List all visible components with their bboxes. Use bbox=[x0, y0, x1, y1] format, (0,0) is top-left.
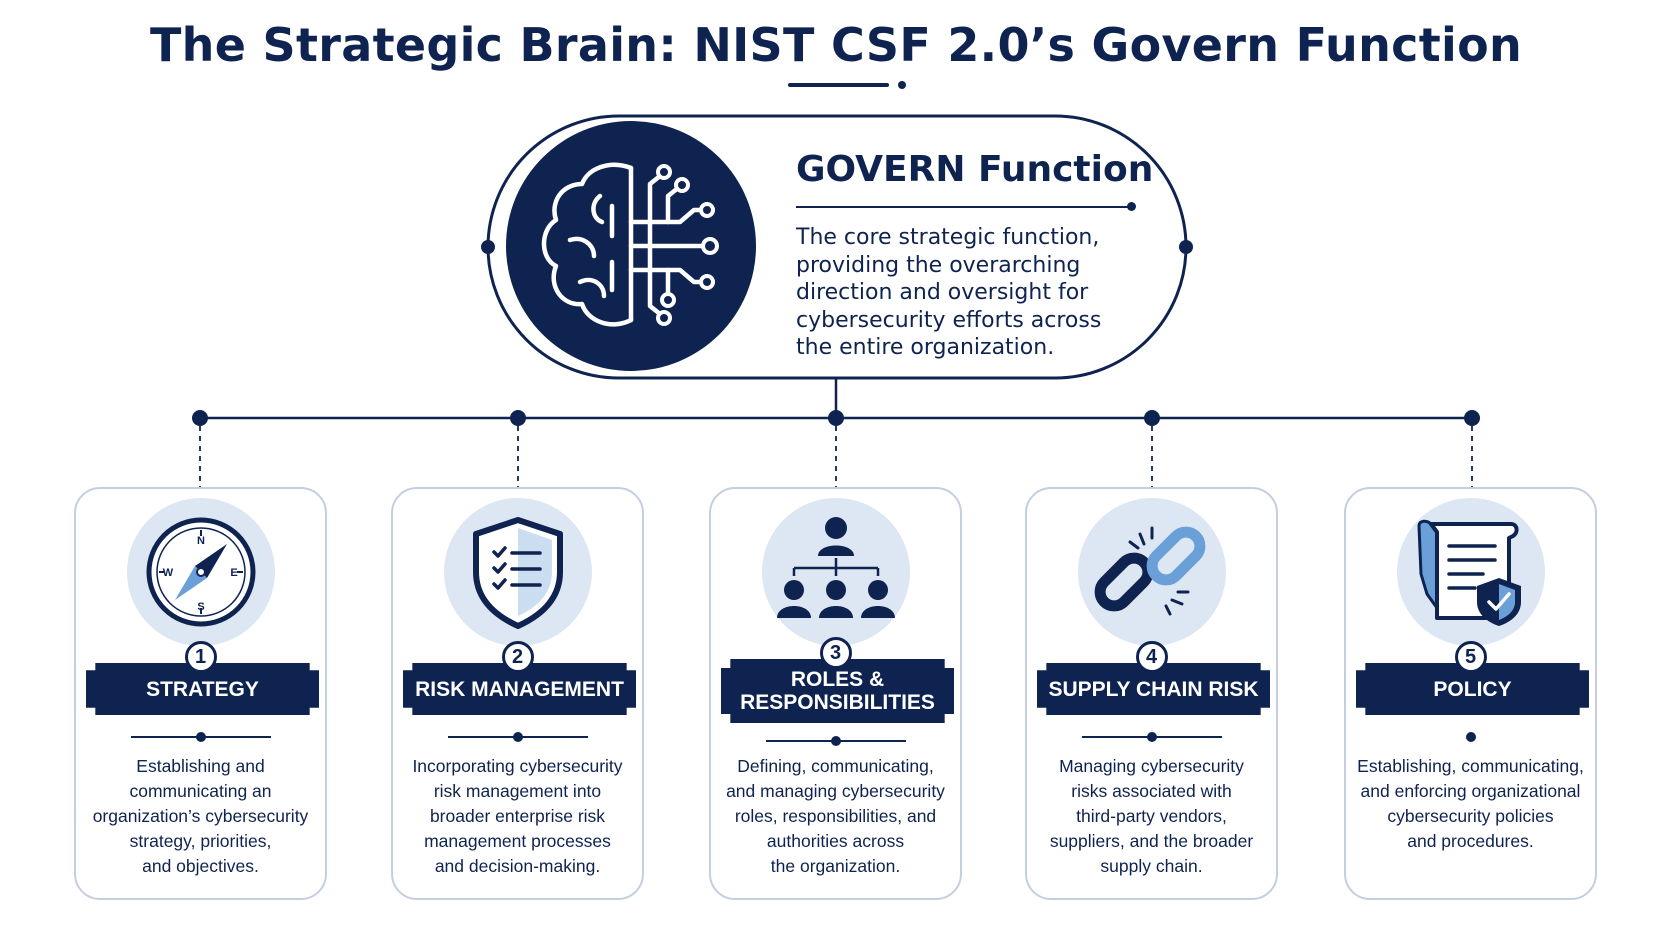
card-separator bbox=[447, 732, 588, 742]
card-strategy: N S E W 1 STRATEGY Establishing and comm… bbox=[74, 487, 327, 900]
icon-circle bbox=[443, 498, 592, 646]
card-separator bbox=[1401, 732, 1541, 742]
icon-circle bbox=[1077, 498, 1226, 646]
compass-e: E bbox=[230, 567, 237, 579]
card-description: Establishing, communicating, and enforci… bbox=[1357, 756, 1584, 851]
icon-circle bbox=[761, 498, 910, 646]
card-supply-chain-risk: 4 SUPPLY CHAIN RISK Managing cybersecuri… bbox=[1025, 487, 1278, 900]
card-label-text: ROLES & RESPONSIBILITIES bbox=[740, 668, 935, 714]
hero-right-dot bbox=[1179, 240, 1193, 254]
card-description: Incorporating cybersecurity risk managem… bbox=[412, 756, 623, 876]
broken-chain-icon bbox=[1094, 526, 1205, 616]
card-description: Managing cybersecurity risks associated … bbox=[1049, 756, 1254, 876]
card-label: ROLES & RESPONSIBILITIES bbox=[721, 659, 954, 723]
card-description: Establishing and communicating an organi… bbox=[92, 756, 309, 876]
dashed-drops bbox=[199, 426, 1473, 487]
compass-w: W bbox=[162, 567, 173, 579]
card-number: 4 bbox=[1135, 641, 1168, 673]
card-roles-responsibilities: 3 ROLES & RESPONSIBILITIES Defining, com… bbox=[709, 487, 962, 900]
icon-circle: N S E W bbox=[126, 498, 275, 646]
hero-rule bbox=[796, 202, 1136, 211]
card-description: Defining, communicating, and managing cy… bbox=[726, 756, 945, 876]
compass-s: S bbox=[197, 601, 204, 613]
shield-checklist-icon bbox=[472, 517, 563, 629]
card-risk-management: 2 RISK MANAGEMENT Incorporating cybersec… bbox=[391, 487, 644, 900]
card-number: 2 bbox=[501, 641, 534, 673]
card-number: 1 bbox=[184, 641, 217, 673]
compass-n: N bbox=[197, 535, 205, 547]
hero-left-dot bbox=[481, 240, 495, 254]
card-number: 5 bbox=[1454, 641, 1487, 673]
card-separator bbox=[765, 736, 906, 746]
card-label-line1: ROLES & bbox=[790, 668, 885, 691]
card-separator bbox=[1081, 732, 1222, 742]
hero-text: GOVERN Function The core strategic funct… bbox=[796, 148, 1176, 362]
page-title: The Strategic Brain: NIST CSF 2.0’s Gove… bbox=[149, 18, 1523, 72]
hero-description: The core strategic function, providing t… bbox=[796, 225, 1102, 360]
card-separator bbox=[130, 732, 271, 742]
title-underline-dot bbox=[898, 81, 906, 89]
brain-circuit-icon bbox=[506, 121, 756, 371]
card-number: 3 bbox=[819, 637, 852, 669]
icon-circle bbox=[1396, 498, 1545, 646]
policy-document-shield-icon bbox=[1417, 519, 1521, 626]
card-policy: 5 POLICY Establishing, communicating, an… bbox=[1344, 487, 1597, 900]
compass-icon: N S E W bbox=[146, 517, 255, 627]
card-label-line2: RESPONSIBILITIES bbox=[740, 691, 935, 714]
org-chart-icon bbox=[776, 517, 895, 618]
hero-title: GOVERN Function bbox=[796, 149, 1154, 190]
bus-nodes bbox=[192, 410, 1480, 426]
